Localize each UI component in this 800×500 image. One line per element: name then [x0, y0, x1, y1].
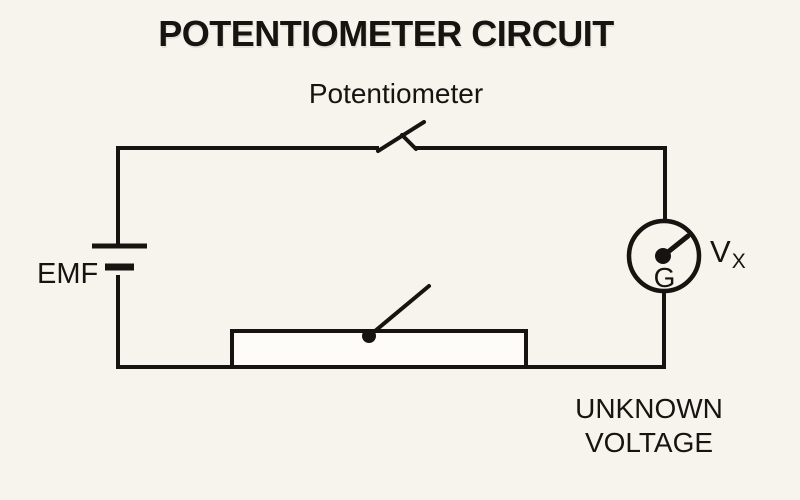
battery-icon	[92, 243, 147, 271]
unknown-voltage-symbol: VX	[710, 234, 746, 274]
voltage-subscript-x: X	[731, 250, 746, 273]
potentiometer-label: Potentiometer	[308, 78, 484, 109]
galvanometer-needle-icon	[660, 233, 691, 259]
voltage-v: V	[710, 234, 731, 269]
emf-label: EMF	[37, 258, 99, 290]
page-title: POTENTIOMETER CIRCUIT	[158, 13, 614, 54]
wiper-jockey-icon	[362, 284, 431, 343]
galvanometer-label: G	[653, 262, 676, 293]
switch-key-icon	[376, 120, 426, 153]
unknown-voltage-caption: UNKNOWN VOLTAGE	[538, 392, 760, 460]
resistor-track	[230, 329, 528, 369]
unknown-voltage-line2: VOLTAGE	[584, 427, 714, 458]
unknown-voltage-line1: UNKNOWN	[575, 393, 723, 424]
